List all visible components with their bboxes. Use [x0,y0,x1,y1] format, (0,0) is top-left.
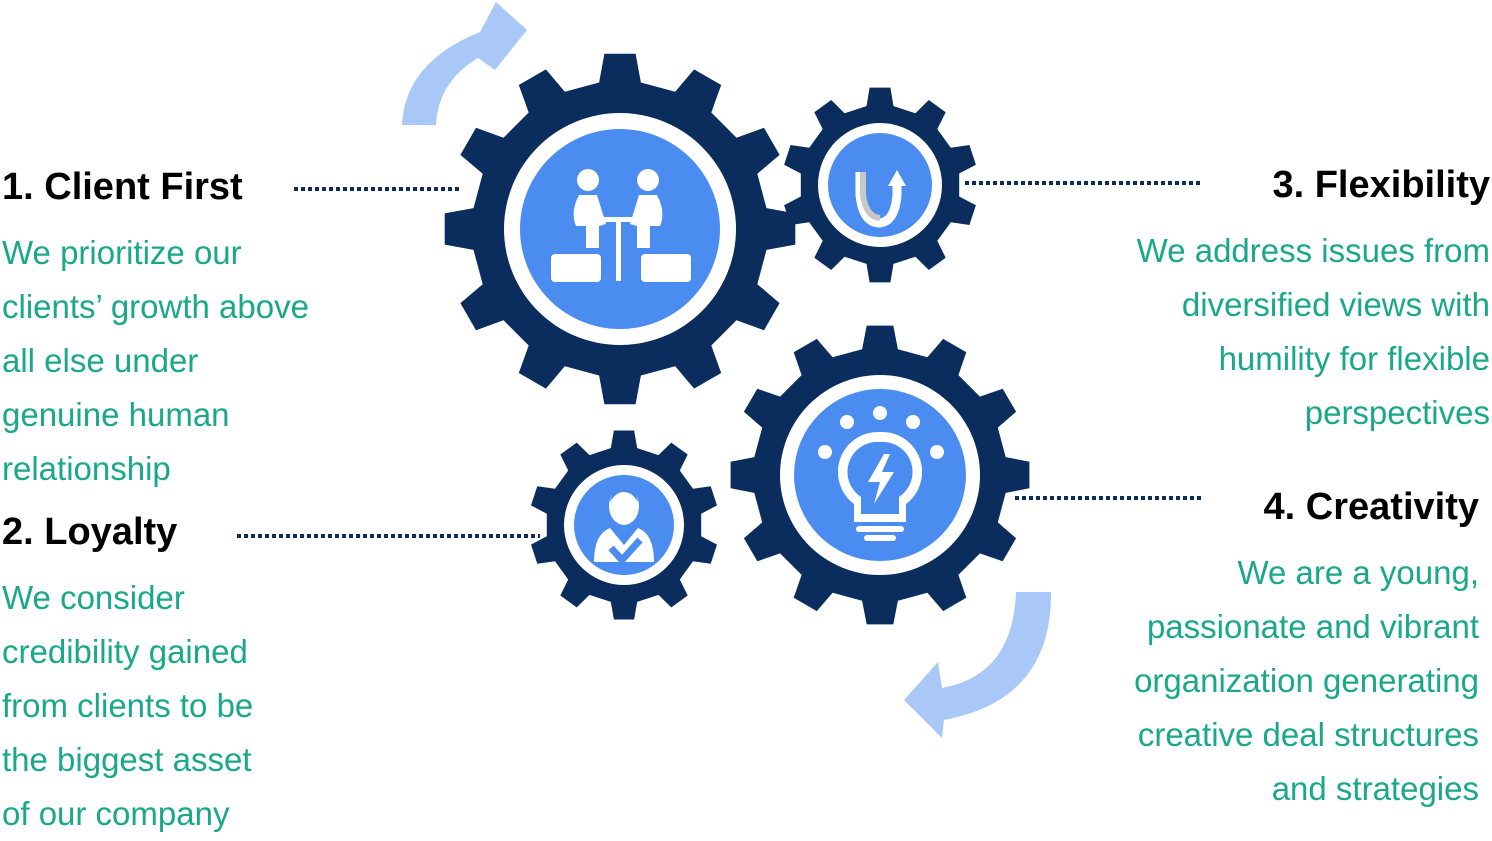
description-line: credibility gained [2,633,248,670]
description-line: of our company [2,795,230,832]
description-line: We consider [2,579,185,616]
gear-center [828,133,932,237]
description-line: the biggest asset [2,741,252,778]
person-check-icon [594,486,654,566]
description-flexibility: We address issues from diversified views… [1137,224,1490,440]
description-line: organization generating [1134,662,1479,699]
curved-arrow-top-icon [402,2,527,125]
curved-arrow-bottom-icon [904,592,1052,738]
description-line: passionate and vibrant [1146,608,1479,645]
heading-flexibility: 3. Flexibility [1272,164,1490,206]
heading-loyalty: 2. Loyalty [2,511,178,553]
u-turn-icon [855,170,906,228]
description-line: perspectives [1304,394,1490,431]
description-line: diversified views with [1181,286,1490,323]
description-line: relationship [2,450,171,487]
meeting-icon [551,169,691,282]
description-line: We are a young, [1237,554,1479,591]
description-line: humility for flexible [1218,340,1490,377]
heading-client-first: 1. Client First [2,166,243,208]
heading-creativity: 4. Creativity [1263,486,1479,528]
description-loyalty: We consider credibility gained from clie… [2,571,253,841]
description-client-first: We prioritize our clients’ growth above … [2,226,309,496]
description-line: clients’ growth above [2,288,309,325]
description-line: and strategies [1271,770,1479,807]
description-line: genuine human [2,396,230,433]
description-line: all else under [2,342,199,379]
description-line: We address issues from [1136,232,1490,269]
description-line: We prioritize our [2,234,242,271]
lightbulb-icon [818,406,944,541]
description-line: from clients to be [2,687,254,724]
description-creativity: We are a young, passionate and vibrant o… [1134,546,1479,816]
description-line: creative deal structures [1137,716,1479,753]
gear-flexibility [784,87,976,283]
